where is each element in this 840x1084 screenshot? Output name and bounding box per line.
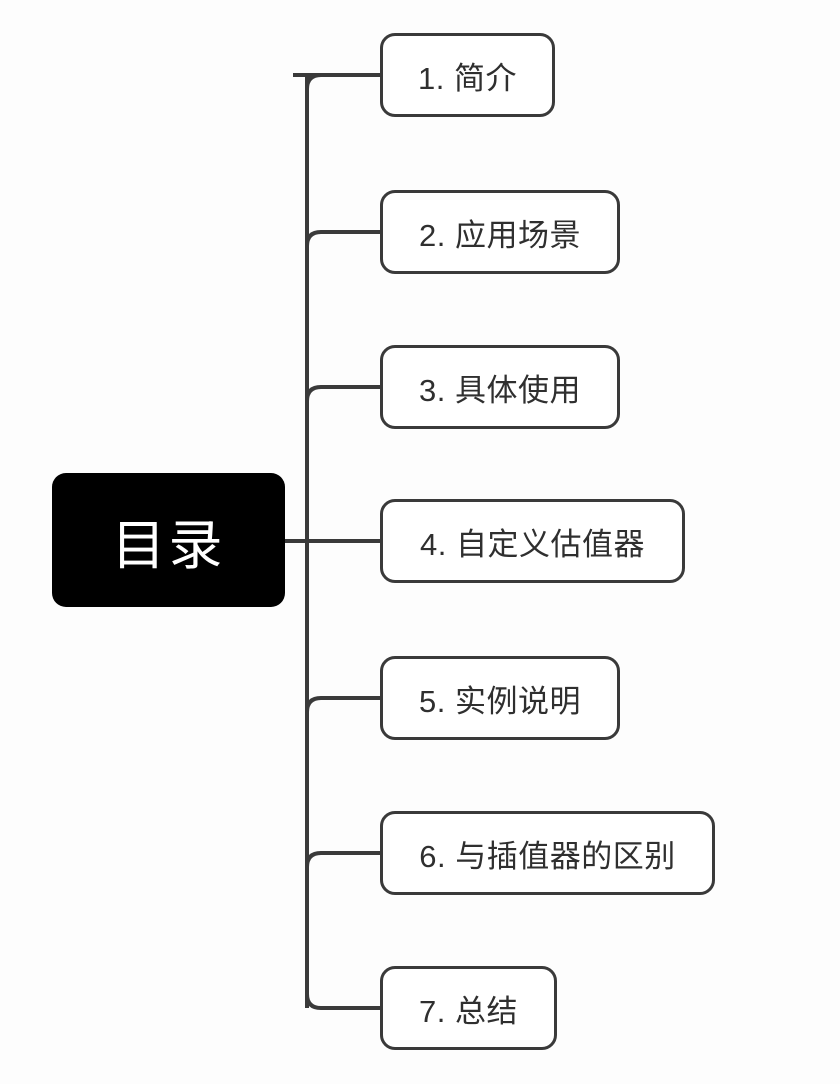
connector-branch-5 <box>305 696 380 713</box>
connector-branch-7 <box>305 993 380 1010</box>
branch-node-6-label: 6. 与插值器的区别 <box>419 838 676 874</box>
connector-branch-3 <box>305 385 380 402</box>
branch-node-7-label: 7. 总结 <box>419 993 518 1029</box>
root-node-toc[interactable]: 目录 <box>52 473 285 607</box>
root-node-label: 目录 <box>111 515 226 576</box>
branch-node-5[interactable]: 5. 实例说明 <box>380 656 620 740</box>
branch-node-4[interactable]: 4. 自定义估值器 <box>380 499 685 583</box>
branch-node-2[interactable]: 2. 应用场景 <box>380 190 620 274</box>
branch-node-5-label: 5. 实例说明 <box>419 683 581 719</box>
connector-branch-2 <box>305 230 380 247</box>
connector-branch-6 <box>305 851 380 868</box>
connector-elbow-1 <box>305 73 380 90</box>
branch-node-3-label: 3. 具体使用 <box>419 372 581 408</box>
branch-node-1-label: 1. 简介 <box>418 60 517 96</box>
branch-node-4-label: 4. 自定义估值器 <box>420 526 645 562</box>
branch-node-6[interactable]: 6. 与插值器的区别 <box>380 811 715 895</box>
branch-node-2-label: 2. 应用场景 <box>419 217 581 253</box>
branch-node-7[interactable]: 7. 总结 <box>380 966 557 1050</box>
branch-node-3[interactable]: 3. 具体使用 <box>380 345 620 429</box>
branch-node-1[interactable]: 1. 简介 <box>380 33 555 117</box>
